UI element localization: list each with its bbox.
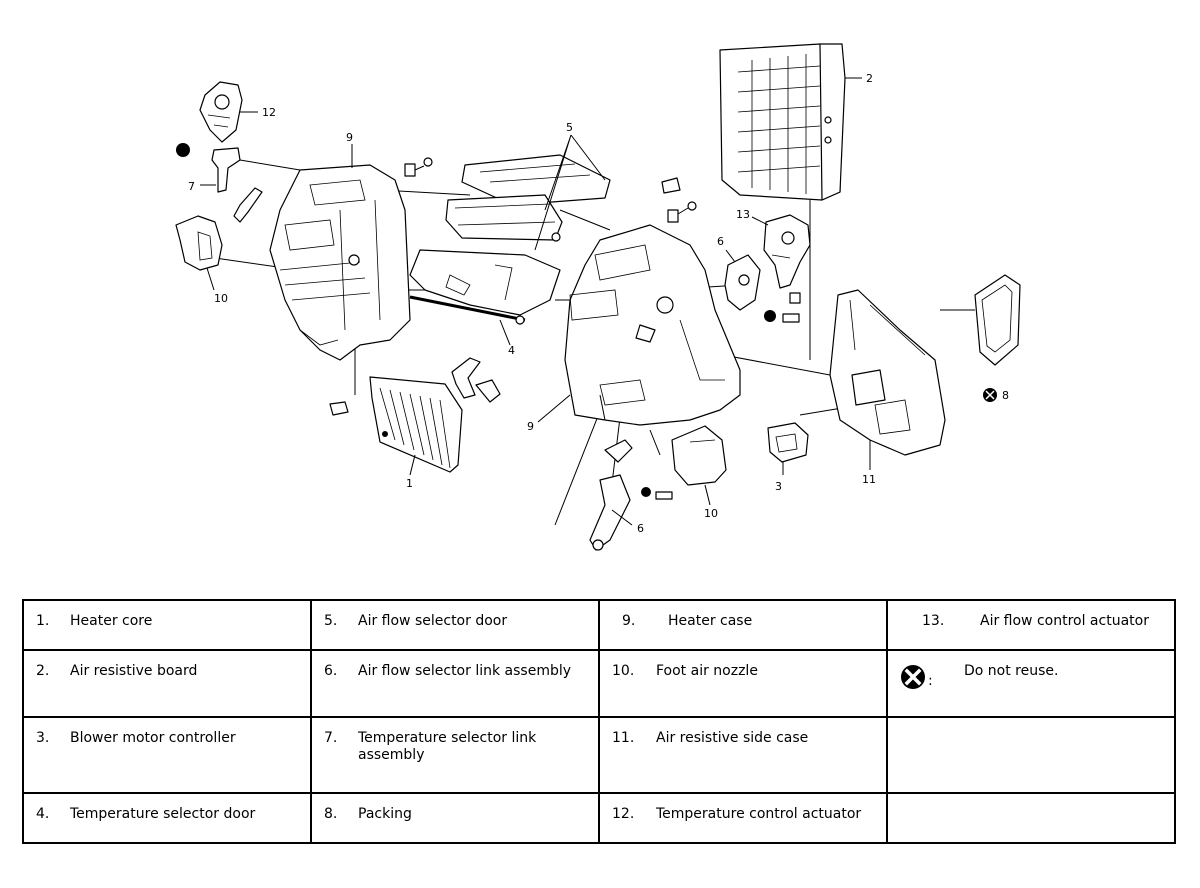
- legend-number: 11.: [612, 729, 635, 746]
- clip-right: [661, 177, 681, 194]
- legend-number: 6.: [324, 662, 338, 679]
- legend-text: Packing: [358, 806, 412, 823]
- temperature-control-actuator: [199, 81, 258, 143]
- callout-13: 13: [736, 208, 750, 221]
- legend-cell-empty: [886, 792, 1176, 844]
- legend-separator: :: [928, 672, 933, 689]
- callout-labels: 1 2 3 4 5 6 6 7 8 9 9 10 10 11 12 13: [188, 72, 1009, 535]
- callout-6-lower: 6: [637, 522, 644, 535]
- foot-air-nozzle-left: [175, 215, 223, 291]
- legend-cell: 1. Heater core: [22, 599, 312, 651]
- parts-legend-table: 1. Heater core 5. Air flow selector door 9…: [22, 599, 1176, 844]
- screw-set-upper: [404, 157, 433, 177]
- legend-cell: 6. Air flow selector link assembly: [310, 648, 600, 718]
- blower-motor-controller: [767, 422, 809, 475]
- legend-number: 1.: [36, 613, 50, 629]
- legend-text: Temperature selector door: [70, 806, 256, 823]
- legend-number: 10.: [612, 662, 635, 679]
- heater-case-right: [564, 224, 741, 426]
- callout-3: 3: [775, 480, 782, 493]
- callout-10-left: 10: [214, 292, 228, 305]
- legend-number: 8.: [324, 806, 338, 823]
- air-resistive-side-case: [829, 289, 946, 470]
- callout-11: 11: [862, 473, 876, 486]
- packing: [974, 274, 1021, 402]
- foot-air-nozzle-right: [671, 425, 727, 486]
- air-flow-control-actuator: [763, 214, 811, 289]
- legend-number: 5.: [324, 613, 338, 629]
- temperature-selector-link: [176, 143, 263, 223]
- legend-row: 4. Temperature selector door 8. Packing 12…: [22, 792, 1176, 844]
- callout-1: 1: [406, 477, 413, 490]
- legend-text: Do not reuse.: [964, 662, 1059, 679]
- legend-row: 2. Air resistive board 6. Air flow selecto…: [22, 648, 1176, 718]
- legend-text: Air resistive side case: [656, 729, 809, 746]
- legend-cell: : Do not reuse.: [886, 648, 1176, 718]
- callout-6-upper: 6: [717, 235, 724, 248]
- legend-text: Temperature control actuator: [656, 806, 862, 823]
- legend-cell: 9. Heater case: [598, 599, 888, 651]
- do-not-reuse-icon: [901, 664, 925, 689]
- air-flow-selector-link-upper: [724, 254, 801, 323]
- callout-8: 8: [1002, 389, 1009, 402]
- legend-number: 7.: [324, 729, 338, 746]
- screw-set-middle: [667, 201, 697, 223]
- legend-text: Heater case: [668, 613, 753, 629]
- callout-10-right: 10: [704, 507, 718, 520]
- legend-row: 1. Heater core 5. Air flow selector door 9…: [22, 599, 1176, 651]
- legend-cell: 11. Air resistive side case: [598, 715, 888, 795]
- air-resistive-board: [719, 43, 862, 201]
- legend-text: Blower motor controller: [70, 729, 236, 746]
- heater-case-left: [269, 164, 411, 361]
- legend-cell: 3. Blower motor controller: [22, 715, 312, 795]
- callout-12: 12: [262, 106, 276, 119]
- legend-cell: 2. Air resistive board: [22, 648, 312, 718]
- legend-cell: 4. Temperature selector door: [22, 792, 312, 844]
- legend-number: 4.: [36, 806, 50, 823]
- callout-4: 4: [508, 344, 515, 357]
- legend-cell: 5. Air flow selector door: [310, 599, 600, 651]
- legend-cell: 7. Temperature selector link assembly: [310, 715, 600, 795]
- exploded-parts-diagram: 1 2 3 4 5 6 6 7 8 9 9 10 10 11 12 13: [175, 43, 1021, 551]
- legend-cell: 8. Packing: [310, 792, 600, 844]
- temperature-selector-door: [409, 249, 561, 325]
- clip-left: [329, 401, 349, 416]
- callout-7: 7: [188, 180, 195, 193]
- callout-9-left: 9: [346, 131, 353, 144]
- legend-cell: 12. Temperature control actuator: [598, 792, 888, 844]
- legend-cell: 13. Air flow control actuator: [886, 599, 1176, 651]
- callout-2: 2: [866, 72, 873, 85]
- legend-text: Air flow control actuator: [980, 613, 1149, 629]
- legend-text: Temperature selector link assembly: [358, 729, 537, 763]
- legend-row: 3. Blower motor controller 7. Temperature …: [22, 715, 1176, 795]
- legend-text: Air flow selector link assembly: [358, 662, 572, 679]
- legend-cell: 10. Foot air nozzle: [598, 648, 888, 718]
- legend-text: Air resistive board: [70, 662, 198, 679]
- legend-mark: :: [900, 663, 964, 691]
- legend-number: 3.: [36, 729, 50, 746]
- legend-number: 12.: [612, 806, 635, 823]
- callout-9-right: 9: [527, 420, 534, 433]
- legend-text: Foot air nozzle: [656, 662, 758, 679]
- heater-core: [369, 357, 501, 473]
- callout-5: 5: [566, 121, 573, 134]
- legend-number: 2.: [36, 662, 50, 679]
- air-flow-selector-door: [445, 154, 611, 242]
- legend-text: Air flow selector door: [358, 613, 508, 629]
- legend-text: Heater core: [70, 613, 153, 629]
- callout-leaders: [351, 134, 769, 526]
- air-flow-selector-link-lower: [589, 439, 673, 551]
- legend-number: 13.: [922, 613, 945, 629]
- legend-cell-empty: [886, 715, 1176, 795]
- legend-number: 9.: [622, 613, 636, 629]
